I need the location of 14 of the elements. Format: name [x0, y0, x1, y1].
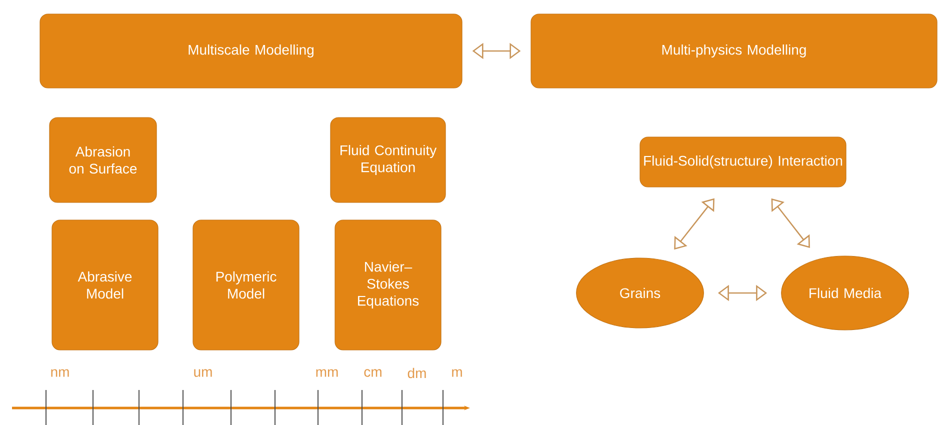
scale-unit: um: [194, 369, 212, 377]
process-box: Abrasion on Surface: [49, 117, 157, 203]
scale-unit: mm: [316, 369, 338, 377]
scale-unit: dm: [408, 368, 426, 378]
process-box: Multi-physics Modelling: [530, 14, 938, 88]
scale-unit: nm: [51, 369, 69, 377]
process-box: Polymeric Model: [192, 220, 300, 350]
process-box: Fluid Continuity Equation: [330, 117, 446, 203]
process-box: Abrasive Model: [52, 220, 158, 350]
process-box: Fluid-Solid(structure) Interaction: [640, 136, 846, 188]
process-box: Multiscale Modelling: [40, 14, 462, 88]
scale-unit: cm: [364, 369, 382, 377]
process-box: Navier–Stokes Equations: [334, 220, 442, 350]
scale-unit: m: [452, 369, 462, 377]
